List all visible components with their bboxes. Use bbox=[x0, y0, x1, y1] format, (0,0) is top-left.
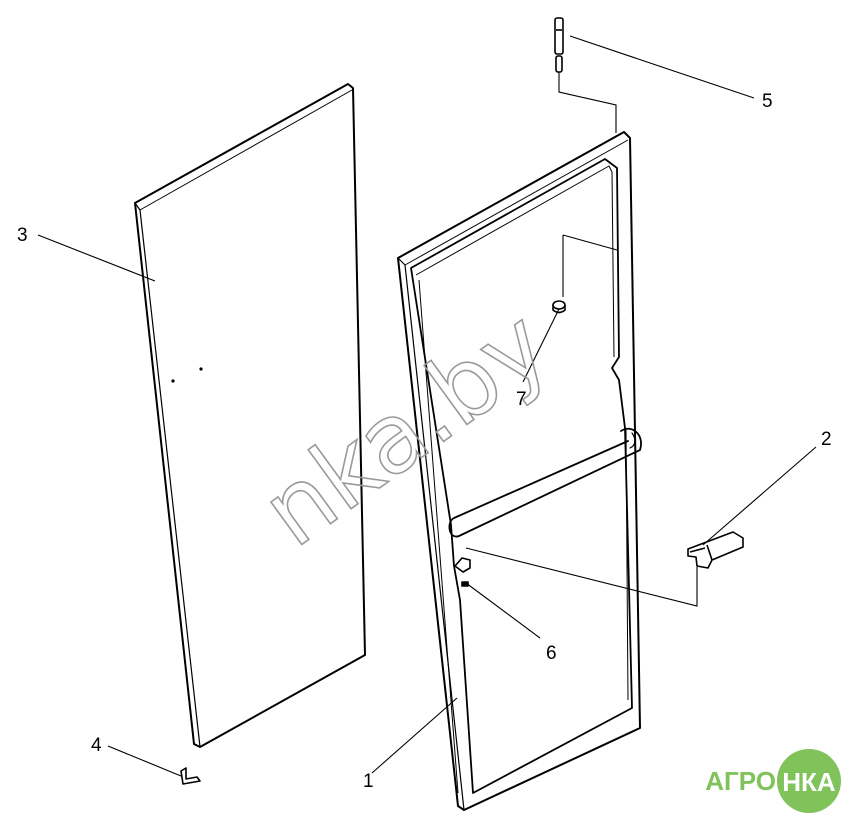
leader-lines bbox=[37, 35, 817, 777]
logo-left-text: АГРО bbox=[705, 766, 776, 796]
callout-2: 2 bbox=[821, 429, 832, 450]
glass-panel bbox=[134, 83, 366, 748]
logo-badge-text: НКА bbox=[782, 767, 836, 797]
brand-logo: АГРО НКА bbox=[705, 749, 841, 813]
logo-badge-icon bbox=[777, 749, 841, 813]
latch-plate bbox=[687, 531, 744, 569]
callout-labels: 1 2 3 4 5 6 7 bbox=[17, 91, 832, 792]
hinge-pin bbox=[554, 17, 564, 73]
door-frame bbox=[397, 131, 641, 811]
callout-4: 4 bbox=[91, 735, 102, 756]
callout-6: 6 bbox=[546, 643, 557, 664]
small-nut bbox=[552, 300, 566, 314]
door-handle bbox=[448, 427, 642, 538]
small-clip bbox=[180, 767, 201, 785]
callout-3: 3 bbox=[17, 225, 28, 246]
callout-5: 5 bbox=[762, 91, 773, 112]
callout-1: 1 bbox=[363, 771, 374, 792]
callout-7: 7 bbox=[516, 389, 527, 410]
